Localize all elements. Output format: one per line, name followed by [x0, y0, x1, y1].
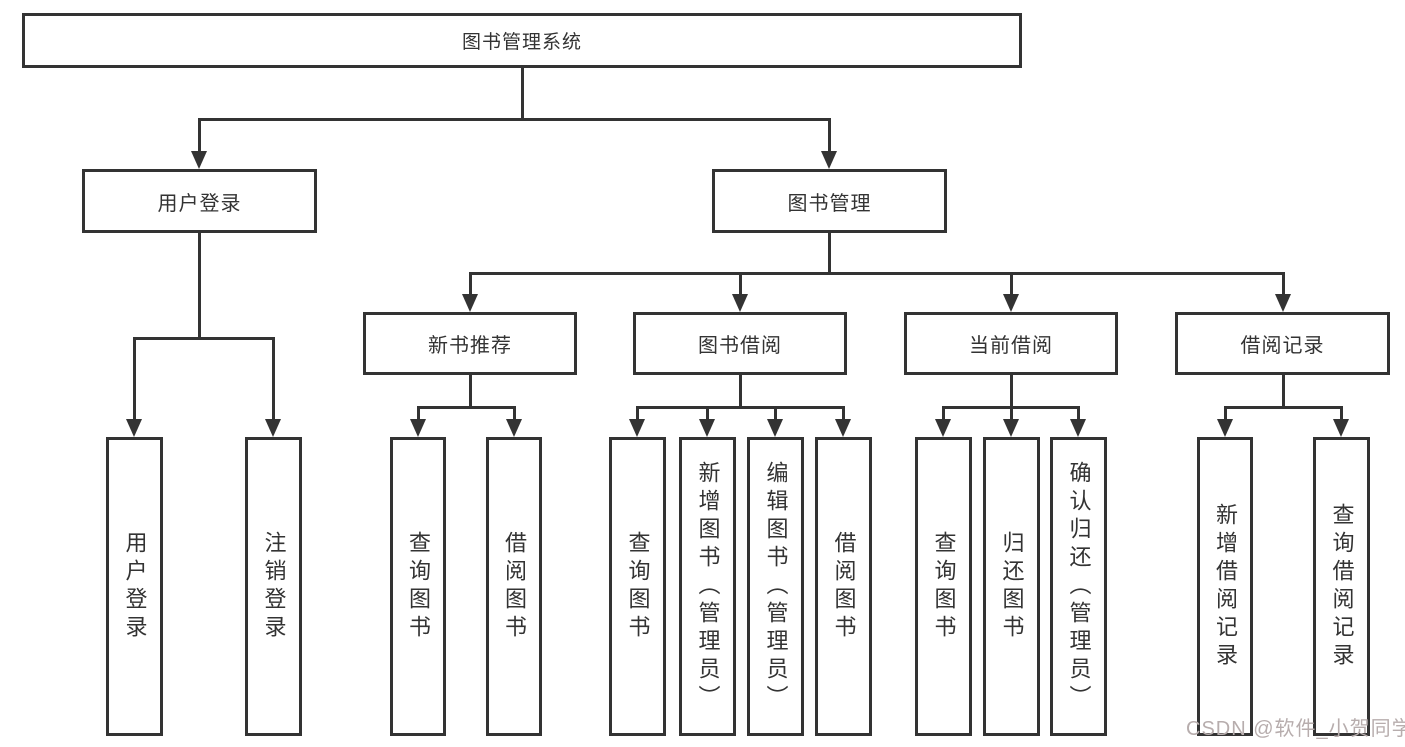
arrow-down-icon: [1275, 294, 1291, 312]
connector-line-vertical: [1010, 272, 1013, 295]
connector-line-vertical: [198, 118, 201, 152]
arrow-down-icon: [506, 419, 522, 437]
leaf-query-books-2: 查询图书: [609, 437, 666, 736]
arrow-down-icon: [767, 419, 783, 437]
connector-line-vertical: [828, 233, 831, 272]
connector-line-vertical: [521, 68, 524, 118]
connector-line-horizontal: [1224, 406, 1342, 409]
arrow-down-icon: [265, 419, 281, 437]
connector-line-vertical: [1282, 375, 1285, 406]
arrow-down-icon: [935, 419, 951, 437]
connector-line-horizontal: [133, 337, 274, 340]
arrow-down-icon: [1217, 419, 1233, 437]
leaf-query-borrow-record: 查询借阅记录: [1313, 437, 1370, 736]
leaf-edit-book-admin: 编辑图书（管理员）: [747, 437, 804, 736]
connector-line-vertical: [272, 337, 275, 420]
leaf-borrow-books-1: 借阅图书: [486, 437, 542, 736]
connector-line-vertical: [706, 406, 709, 420]
connector-line-horizontal: [198, 118, 830, 121]
connector-line-vertical: [636, 406, 639, 420]
leaf-logout: 注销登录: [245, 437, 302, 736]
leaf-borrow-books-2: 借阅图书: [815, 437, 872, 736]
node-user-login: 用户登录: [82, 169, 317, 233]
connector-line-vertical: [1010, 406, 1013, 420]
connector-line-vertical: [513, 406, 516, 420]
node-book-borrowing: 图书借阅: [633, 312, 847, 375]
connector-line-vertical: [133, 337, 136, 420]
connector-line-vertical: [842, 406, 845, 420]
leaf-add-borrow-record: 新增借阅记录: [1197, 437, 1253, 736]
arrow-down-icon: [732, 294, 748, 312]
leaf-return-book: 归还图书: [983, 437, 1040, 736]
leaf-query-books-3: 查询图书: [915, 437, 972, 736]
arrow-down-icon: [410, 419, 426, 437]
leaf-query-books-1: 查询图书: [390, 437, 446, 736]
leaf-confirm-return-admin: 确认归还（管理员）: [1050, 437, 1107, 736]
arrow-down-icon: [1070, 419, 1086, 437]
connector-line-horizontal: [417, 406, 515, 409]
arrow-down-icon: [629, 419, 645, 437]
arrow-down-icon: [1003, 419, 1019, 437]
connector-line-vertical: [198, 233, 201, 337]
connector-line-vertical: [1282, 272, 1285, 295]
arrow-down-icon: [191, 151, 207, 169]
connector-line-horizontal: [942, 406, 1079, 409]
node-borrowing-records: 借阅记录: [1175, 312, 1390, 375]
arrow-down-icon: [835, 419, 851, 437]
connector-line-vertical: [469, 375, 472, 406]
arrow-down-icon: [1333, 419, 1349, 437]
leaf-add-book-admin: 新增图书（管理员）: [679, 437, 736, 736]
node-book-management: 图书管理: [712, 169, 947, 233]
connector-line-horizontal: [469, 272, 1284, 275]
connector-line-vertical: [1077, 406, 1080, 420]
connector-line-vertical: [774, 406, 777, 420]
connector-line-vertical: [828, 118, 831, 152]
connector-line-vertical: [739, 375, 742, 406]
connector-line-vertical: [469, 272, 472, 295]
node-current-borrowing: 当前借阅: [904, 312, 1118, 375]
connector-line-vertical: [1340, 406, 1343, 420]
arrow-down-icon: [462, 294, 478, 312]
leaf-user-login: 用户登录: [106, 437, 163, 736]
arrow-down-icon: [699, 419, 715, 437]
connector-line-vertical: [1224, 406, 1227, 420]
node-new-book-recommend: 新书推荐: [363, 312, 577, 375]
connector-line-horizontal: [636, 406, 844, 409]
node-library-management-system: 图书管理系统: [22, 13, 1022, 68]
connector-line-vertical: [1010, 375, 1013, 406]
arrow-down-icon: [821, 151, 837, 169]
connector-line-vertical: [942, 406, 945, 420]
connector-line-vertical: [739, 272, 742, 295]
connector-line-vertical: [417, 406, 420, 420]
arrow-down-icon: [1003, 294, 1019, 312]
arrow-down-icon: [126, 419, 142, 437]
